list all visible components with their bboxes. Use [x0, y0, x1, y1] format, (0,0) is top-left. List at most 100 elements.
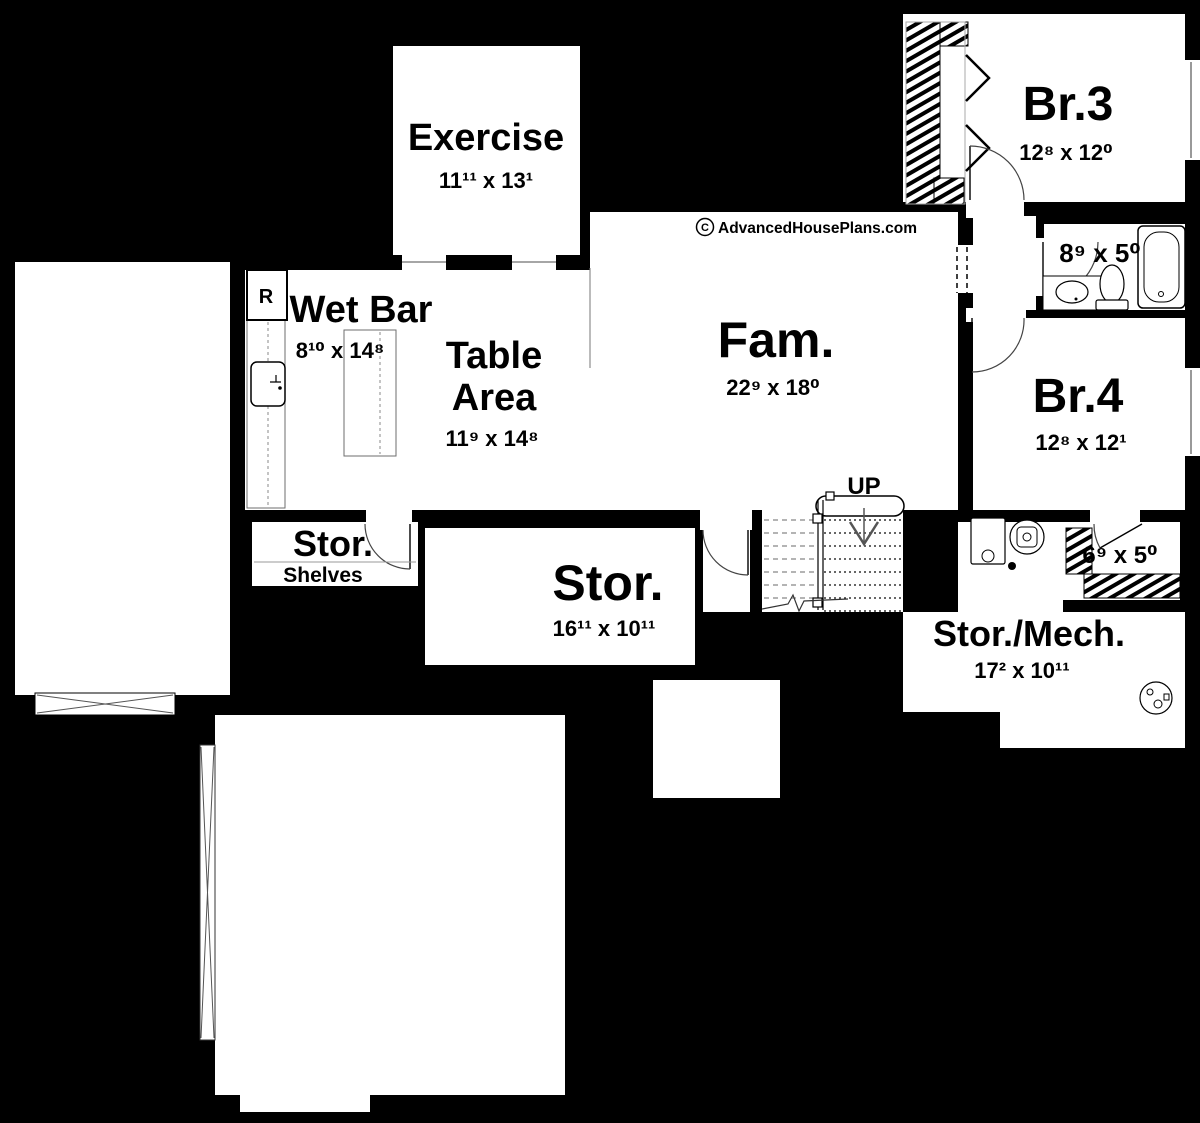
door-swing-arc — [364, 523, 411, 570]
door-swing-arc — [971, 317, 1025, 373]
window-glazing — [36, 694, 174, 714]
stairs — [761, 491, 905, 613]
table-area-dims: 11⁹ x 14⁸ — [445, 426, 538, 451]
storage-large-dims: 16¹¹ x 10¹¹ — [553, 616, 656, 641]
storage-mech-dims: 17² x 10¹¹ — [974, 658, 1069, 683]
refrigerator-label: R — [259, 286, 274, 308]
door-swing-arc — [702, 529, 749, 576]
bedroom-3-label: Br.3 — [1023, 78, 1114, 131]
opening-storage-door — [700, 506, 752, 530]
watermark: C AdvancedHousePlans.com — [695, 217, 917, 237]
hallway — [973, 216, 1036, 310]
storage-small-label: Stor. — [293, 523, 373, 564]
sump-pump — [1139, 681, 1173, 715]
toilet-tank — [1095, 299, 1129, 311]
sump-pit — [1139, 681, 1173, 715]
refrigerator — [246, 269, 288, 321]
tub-basin — [1143, 231, 1180, 303]
bedroom-4-dims: 12⁸ x 12¹ — [1035, 430, 1126, 455]
wet-bar-island — [343, 329, 397, 457]
furnace-body — [970, 517, 1006, 565]
room-exercise — [393, 46, 580, 255]
tub-outline — [1137, 225, 1186, 309]
tub-drain — [1158, 291, 1164, 297]
bathtub — [1137, 225, 1186, 309]
sump-detail — [1163, 693, 1170, 701]
stair-newel — [812, 513, 823, 524]
cased-opening-dashes — [956, 247, 968, 293]
window-bedroom-3 — [1183, 60, 1200, 160]
sink-basin — [250, 361, 286, 407]
opening-storage-shelves-door — [366, 506, 412, 526]
stair-break-line — [761, 593, 849, 613]
stair-rail-capsule — [815, 495, 905, 517]
window-glazing — [200, 746, 215, 1039]
opening-bedroom4-door — [966, 308, 1026, 322]
up-arrow-icon — [848, 521, 880, 547]
door-swing-arc — [969, 145, 1025, 201]
shelves-label: Shelves — [283, 564, 362, 587]
stair-newel — [825, 491, 835, 501]
closet-rod-hatch-br3-top — [939, 21, 969, 47]
room-storage-mechanical — [903, 522, 1185, 748]
toilet — [1095, 264, 1129, 311]
wet-bar-label: Wet Bar — [290, 289, 433, 331]
furnace-vent — [981, 549, 995, 563]
room-unfinished-small — [653, 680, 780, 798]
stairwell — [762, 498, 903, 612]
door-leaf — [1099, 523, 1143, 549]
window-bedroom-4 — [1183, 368, 1200, 456]
opening-family-hall — [952, 245, 977, 293]
floor-drain — [1008, 562, 1016, 570]
closet-rod-hatch-br3-left — [905, 21, 941, 205]
furnace — [970, 517, 1006, 565]
watermark-text: AdvancedHousePlans.com — [718, 220, 917, 237]
bottom-wall-recess — [240, 1095, 370, 1112]
window-bottom-room — [199, 744, 216, 1041]
closet-outline-br3 — [905, 21, 966, 205]
room-unfinished-left — [15, 262, 230, 695]
family-label: Fam. — [718, 312, 835, 368]
sink-drain — [1074, 297, 1078, 301]
room-bedroom-4 — [973, 318, 1185, 510]
room-unfinished-bottom — [215, 715, 565, 1095]
exercise-dims: 11¹¹ x 13¹ — [439, 168, 533, 193]
storage-mech-label: Stor./Mech. — [933, 613, 1125, 654]
water-heater — [1009, 519, 1045, 555]
water-heater-top — [1016, 526, 1038, 548]
stair-newel — [812, 597, 823, 608]
bathroom-vanity — [1042, 275, 1106, 311]
door-storage-large — [702, 529, 749, 576]
storage-large-label: Stor. — [552, 555, 663, 611]
family-dims: 22⁹ x 18⁰ — [726, 375, 819, 400]
room-storage-shelves — [252, 522, 418, 586]
opening-closet-door — [1090, 510, 1140, 524]
sink-drain — [278, 386, 282, 390]
sump-detail — [1146, 688, 1154, 696]
table-area-label-2: Area — [452, 377, 537, 419]
bedroom-4-label: Br.4 — [1033, 370, 1124, 423]
wet-bar-dims: 8¹⁰ x 14⁸ — [296, 338, 385, 363]
island-outline — [343, 329, 397, 457]
room-storage-large — [425, 528, 695, 665]
bathroom-dims: 8⁹ x 5⁰ — [1059, 238, 1141, 268]
door-bedroom-3 — [969, 145, 1025, 201]
bifold-door-icon — [965, 54, 991, 172]
sump-detail — [1153, 699, 1163, 709]
toilet-bowl — [1099, 264, 1125, 304]
door-closet — [1093, 523, 1143, 549]
copyright-icon — [695, 217, 715, 237]
wet-bar-sink — [250, 361, 286, 407]
closet-rod-hatch-c65-left — [1065, 527, 1093, 575]
sink-faucet — [270, 375, 281, 383]
room-family — [590, 212, 958, 510]
exercise-label: Exercise — [408, 117, 564, 159]
opening-bedroom3-door — [966, 198, 1024, 218]
copyright-symbol: C — [701, 222, 709, 234]
water-heater-tank — [1009, 519, 1045, 555]
door-swing-arc — [1093, 523, 1101, 549]
up-label: UP — [847, 473, 880, 500]
room-wet-bar-table-area — [245, 270, 590, 510]
closet-dims: 6⁹ x 5⁰ — [1082, 542, 1157, 569]
